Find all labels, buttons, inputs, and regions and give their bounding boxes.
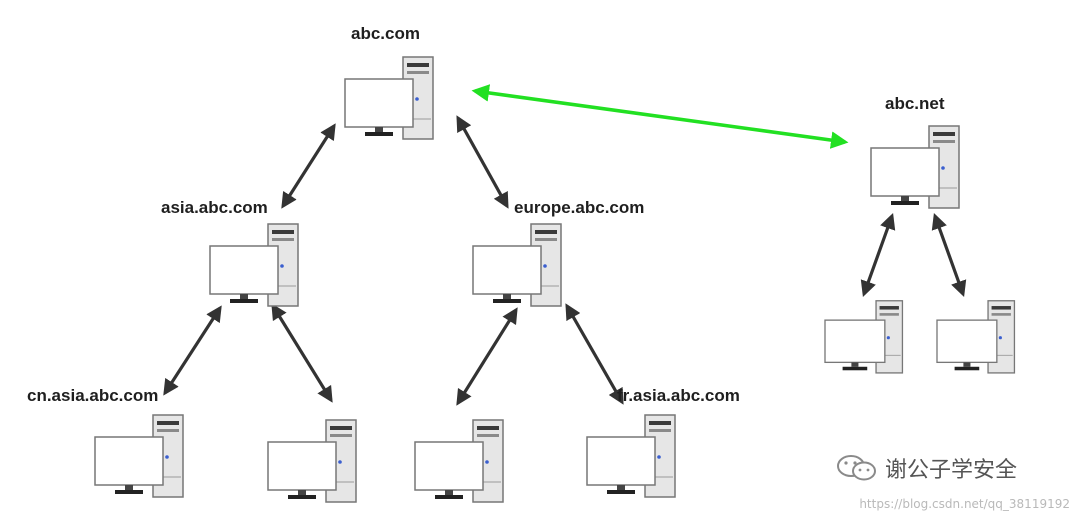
computer-icon-abc-com: [344, 56, 434, 140]
computer-icon-net-1: [824, 300, 904, 374]
node-label-cn: cn.asia.abc.com: [27, 386, 159, 405]
computer-icon-europe-1: [414, 419, 504, 503]
computer-icon-asia-2: [267, 419, 357, 503]
link-asia-to-asia-2: [271, 303, 333, 403]
watermark-text: 谢公子学安全: [885, 458, 1018, 483]
computer-icon-europe: [472, 223, 562, 307]
link-asia-to-cn: [163, 305, 222, 396]
computer-icon-net-2: [936, 300, 1016, 374]
watermark: 谢公子学安全: [835, 452, 1017, 484]
link-abc-com-to-abc-net: [471, 84, 849, 149]
link-abc-com-to-asia: [281, 123, 336, 209]
link-europe-to-fr: [565, 303, 624, 405]
node-label-asia: asia.abc.com: [161, 198, 268, 217]
link-abc-net-to-net-2: [931, 212, 967, 298]
computer-icon-fr: [586, 414, 676, 498]
computer-icon-abc-net: [870, 125, 960, 209]
node-label-europe: europe.abc.com: [514, 198, 645, 217]
computer-icon-asia: [209, 223, 299, 307]
node-label-abc-net: abc.net: [885, 94, 945, 113]
link-abc-com-to-europe: [456, 115, 509, 209]
wechat-icon: [837, 455, 876, 481]
link-abc-net-to-net-1: [860, 212, 896, 298]
link-europe-to-europe-1: [456, 307, 518, 406]
node-label-abc-com: abc.com: [351, 24, 420, 43]
watermark-credit: https://blog.csdn.net/qq_38119192: [859, 497, 1070, 511]
node-label-fr: fr.asia.abc.com: [617, 386, 740, 405]
computer-icon-cn: [94, 414, 184, 498]
